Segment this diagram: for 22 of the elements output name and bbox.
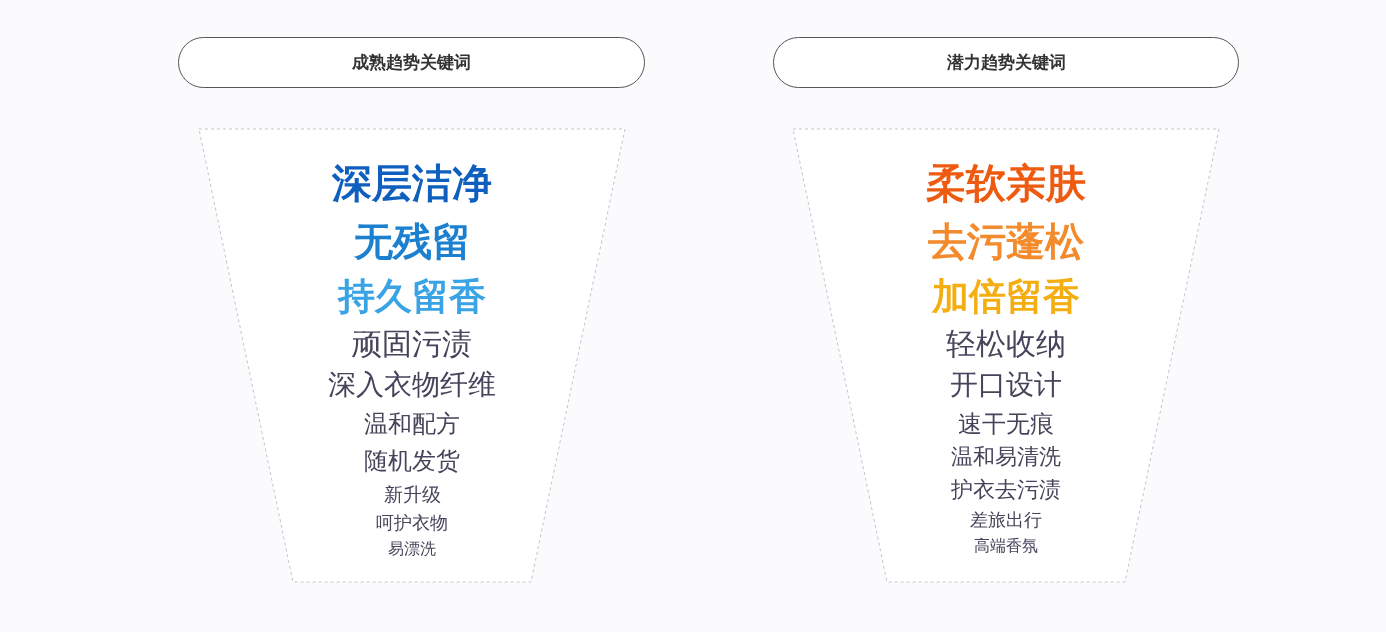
- keyword-text: 速干无痕: [958, 412, 1054, 436]
- keyword-text: 护衣去污渍: [951, 479, 1061, 501]
- keyword-text: 柔软亲肤: [926, 163, 1086, 203]
- keyword-text: 随机发货: [364, 449, 460, 473]
- keyword-text: 轻松收纳: [946, 329, 1066, 359]
- keyword-text: 深入衣物纤维: [328, 371, 496, 399]
- title-pill: 成熟趋势关键词: [178, 37, 645, 88]
- title-pill: 潜力趋势关键词: [773, 37, 1239, 88]
- keyword-text: 持久留香: [338, 277, 486, 315]
- keyword-text: 加倍留香: [932, 277, 1080, 315]
- keyword-text: 开口设计: [950, 371, 1062, 399]
- keyword-text: 温和易清洗: [951, 446, 1061, 468]
- keyword-text: 无残留: [353, 221, 471, 261]
- keyword-text: 易漂洗: [388, 541, 436, 557]
- keyword-text: 温和配方: [364, 412, 460, 436]
- keyword-text: 去污蓬松: [928, 221, 1084, 261]
- keyword-text: 高端香氛: [974, 538, 1038, 554]
- keyword-text: 差旅出行: [970, 511, 1042, 529]
- keyword-text: 新升级: [383, 484, 441, 504]
- keyword-text: 呵护衣物: [376, 514, 448, 532]
- keyword-text: 深层洁净: [332, 163, 492, 203]
- keyword-text: 顽固污渍: [352, 329, 472, 359]
